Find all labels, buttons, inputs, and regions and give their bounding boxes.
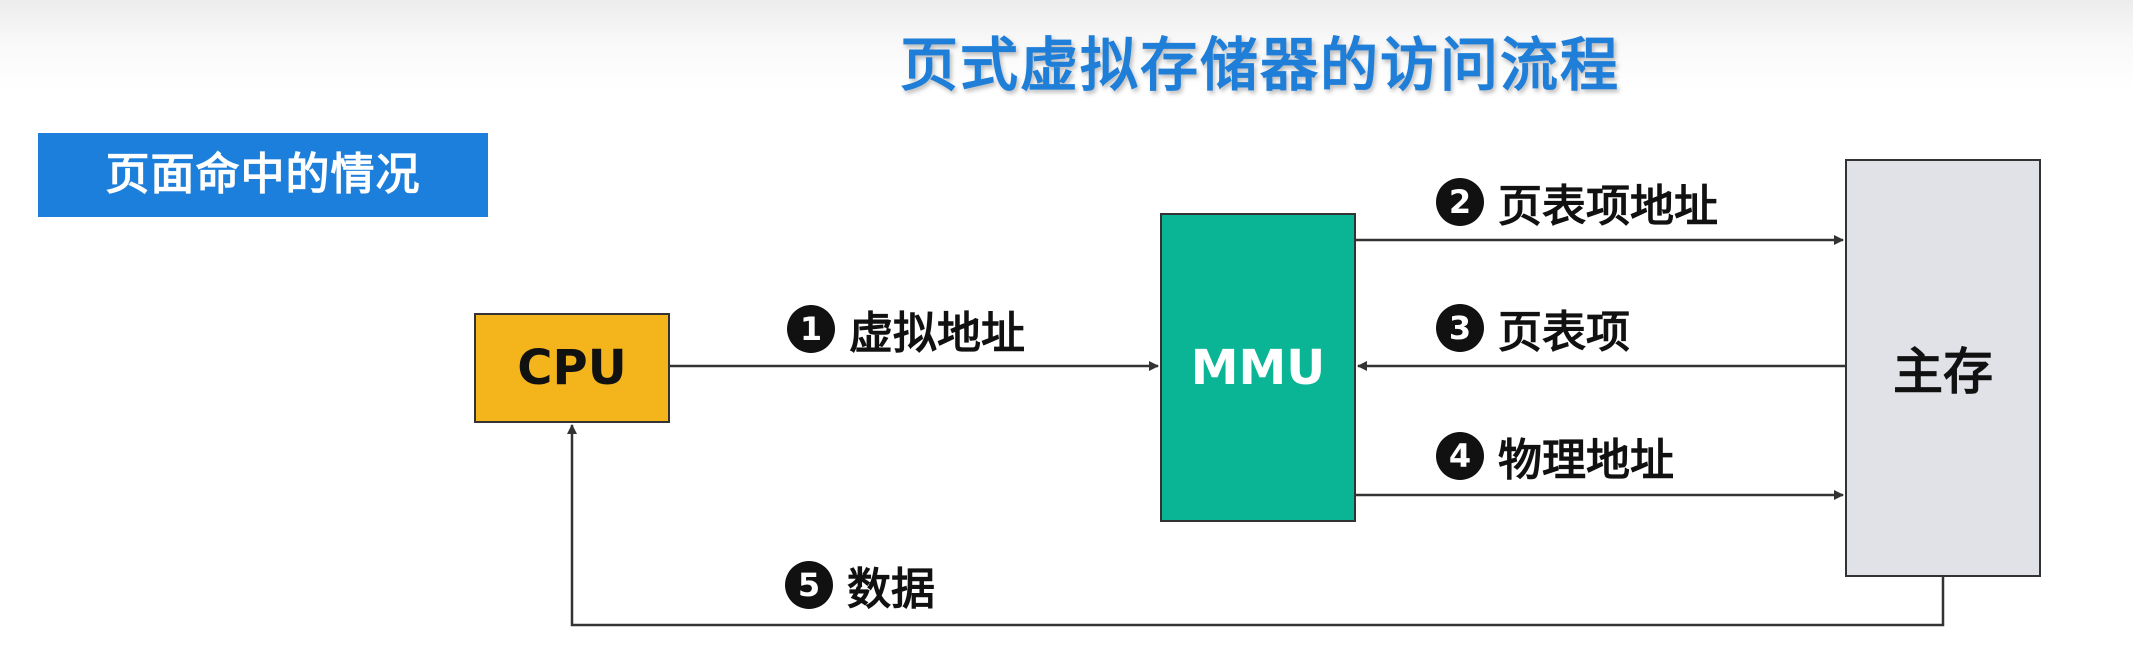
step-4-label: 4 物理地址 (1436, 428, 1674, 486)
step-2-badge: 2 (1436, 178, 1484, 226)
mmu-label: MMU (1190, 339, 1326, 396)
mmu-box: MMU (1160, 213, 1356, 522)
step-3-badge: 3 (1436, 304, 1484, 352)
step-2-label: 2 页表项地址 (1436, 174, 1718, 232)
page-title: 页式虚拟存储器的访问流程 (899, 31, 1620, 99)
step-1-badge: 1 (787, 305, 835, 353)
step-3-text: 页表项 (1498, 307, 1630, 358)
main-memory-label: 主存 (1893, 343, 1993, 401)
step-5-text: 数据 (847, 564, 935, 615)
step-4-text: 物理地址 (1498, 435, 1674, 486)
step-1-label: 1 虚拟地址 (787, 301, 1025, 359)
step-4-badge: 4 (1436, 432, 1484, 480)
step-3-label: 3 页表项 (1436, 300, 1630, 358)
step-5-label: 5 数据 (785, 557, 935, 615)
step-1-text: 虚拟地址 (849, 308, 1025, 359)
step-2-text: 页表项地址 (1498, 181, 1718, 232)
cpu-box: CPU (474, 313, 670, 423)
step-5-badge: 5 (785, 561, 833, 609)
section-tag: 页面命中的情况 (38, 133, 488, 217)
arrow-data (567, 424, 1945, 627)
main-memory-box: 主存 (1845, 159, 2041, 577)
cpu-label: CPU (517, 340, 627, 396)
